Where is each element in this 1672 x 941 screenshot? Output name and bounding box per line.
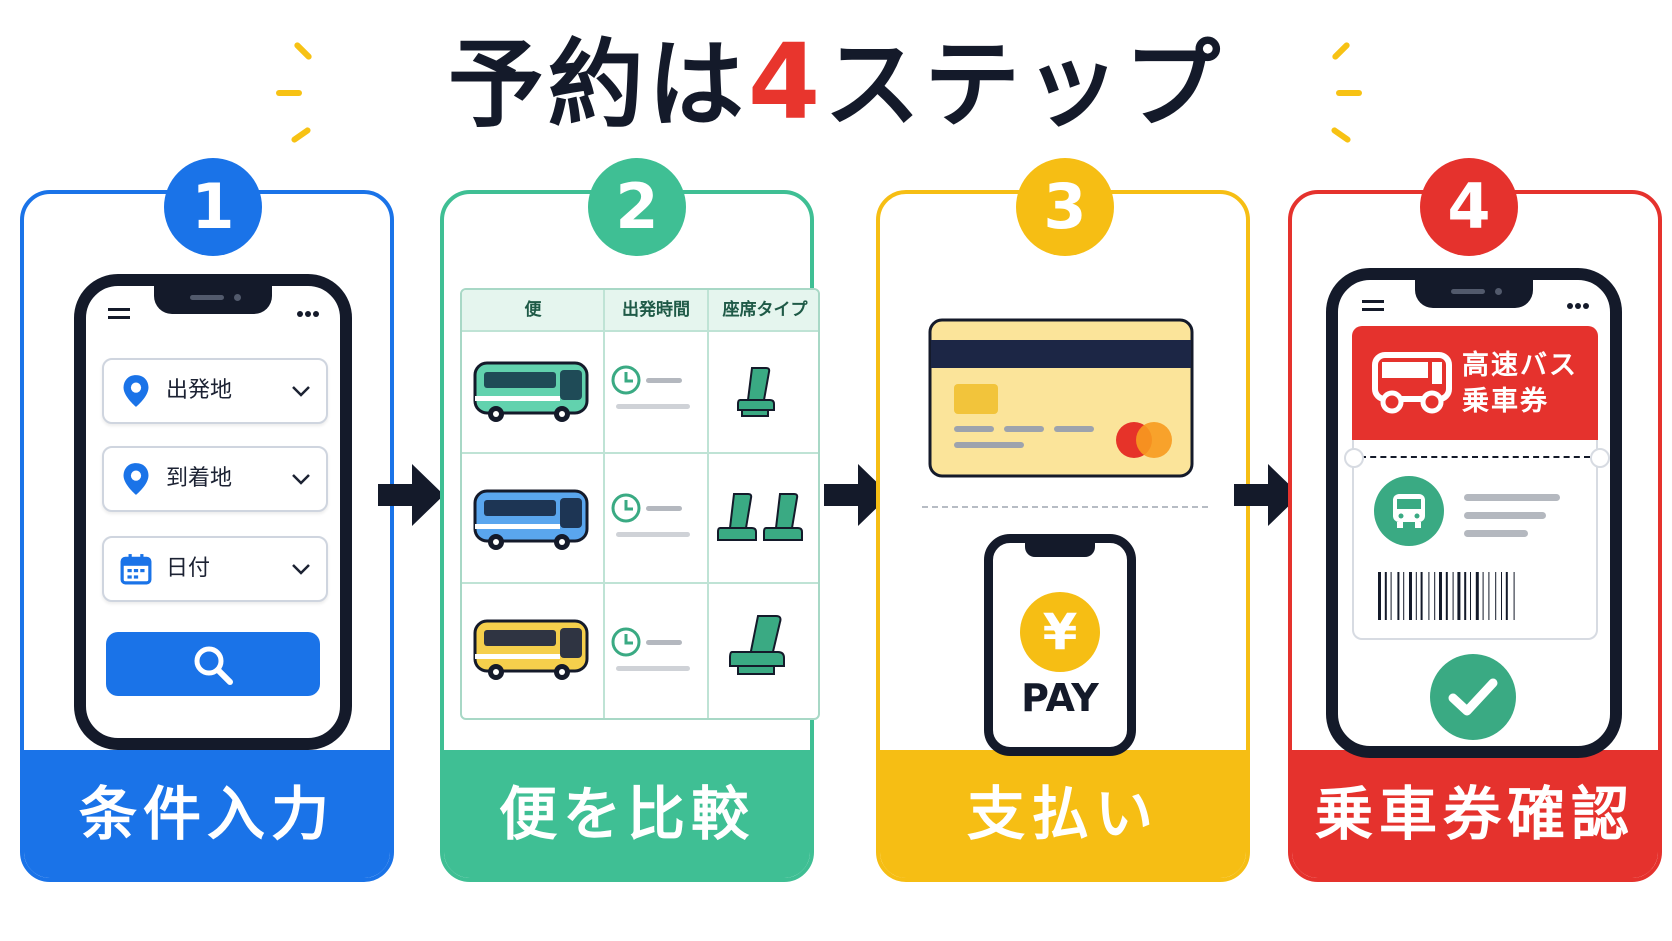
step-3-label: 支払い <box>966 780 1159 848</box>
table-header-bus: 便 <box>462 290 604 330</box>
checkmark-icon <box>1430 654 1516 740</box>
bus-icon[interactable] <box>472 488 590 554</box>
bus-front-icon <box>1372 352 1452 414</box>
search-button[interactable] <box>106 632 320 696</box>
ticket-line-1: 高速バス <box>1462 350 1578 381</box>
bus-icon[interactable] <box>472 360 590 426</box>
location-pin-icon <box>123 375 149 407</box>
table-header-seat-type: 座席タイプ <box>708 290 818 330</box>
search-icon <box>194 646 233 685</box>
bus-icon[interactable] <box>472 618 590 684</box>
clock-icon <box>611 493 690 537</box>
ticket-notch-right <box>1590 448 1610 468</box>
menu-icon <box>108 308 130 319</box>
ticket-perforation <box>1360 456 1590 458</box>
yen-coin-icon: ¥ <box>1020 592 1100 672</box>
credit-card-icon <box>928 318 1194 478</box>
seat-icon <box>737 367 775 417</box>
ticket-info-line <box>1464 494 1560 501</box>
step-1-badge: 1 <box>164 158 262 256</box>
more-dots-icon <box>297 311 319 317</box>
step-2-badge: 2 <box>588 158 686 256</box>
arrow-right-icon <box>378 464 444 526</box>
dashed-divider <box>922 506 1208 508</box>
reclining-seat-icon <box>729 615 785 675</box>
step-3-panel: 支払い <box>876 190 1250 882</box>
clock-icon <box>611 365 690 409</box>
step-3-badge: 3 <box>1016 158 1114 256</box>
departure-label: 出発地 <box>166 378 233 403</box>
clock-icon <box>611 627 690 671</box>
arrow-right-icon <box>1234 464 1300 526</box>
location-pin-icon <box>123 463 149 495</box>
pay-label: PAY <box>1021 676 1099 720</box>
chevron-down-icon <box>292 474 310 485</box>
page-title: 予約は4ステップ <box>0 22 1672 142</box>
date-label: 日付 <box>166 556 211 581</box>
step-1-label: 条件入力 <box>78 780 335 848</box>
step-4-label: 乗車券確認 <box>1314 780 1635 848</box>
arrival-field[interactable]: 到着地 <box>102 446 328 512</box>
bus-circle-icon <box>1374 476 1444 546</box>
barcode-icon <box>1378 572 1515 620</box>
ticket-info-line <box>1464 512 1546 519</box>
table-header-departure-time: 出発時間 <box>604 290 708 330</box>
title-suffix: ステップ <box>824 29 1225 141</box>
ticket-line-2: 乗車券 <box>1462 386 1549 417</box>
arrow-right-icon <box>824 464 890 526</box>
step-2-label: 便を比較 <box>498 780 755 848</box>
ticket-title: 高速バス 乗車券 <box>1462 348 1578 420</box>
title-number: 4 <box>747 21 825 143</box>
chevron-down-icon <box>292 386 310 397</box>
date-field[interactable]: 日付 <box>102 536 328 602</box>
step-4-badge: 4 <box>1420 158 1518 256</box>
ticket-info-line <box>1464 530 1528 537</box>
menu-icon <box>1362 300 1384 311</box>
seat-pair-icon <box>717 493 803 541</box>
calendar-icon <box>120 554 152 585</box>
ticket-header <box>1352 326 1598 442</box>
departure-field[interactable]: 出発地 <box>102 358 328 424</box>
ticket-notch-left <box>1344 448 1364 468</box>
arrival-label: 到着地 <box>166 466 233 491</box>
more-dots-icon <box>1567 303 1589 309</box>
title-main: 予約は <box>447 29 748 141</box>
chevron-down-icon <box>292 564 310 575</box>
